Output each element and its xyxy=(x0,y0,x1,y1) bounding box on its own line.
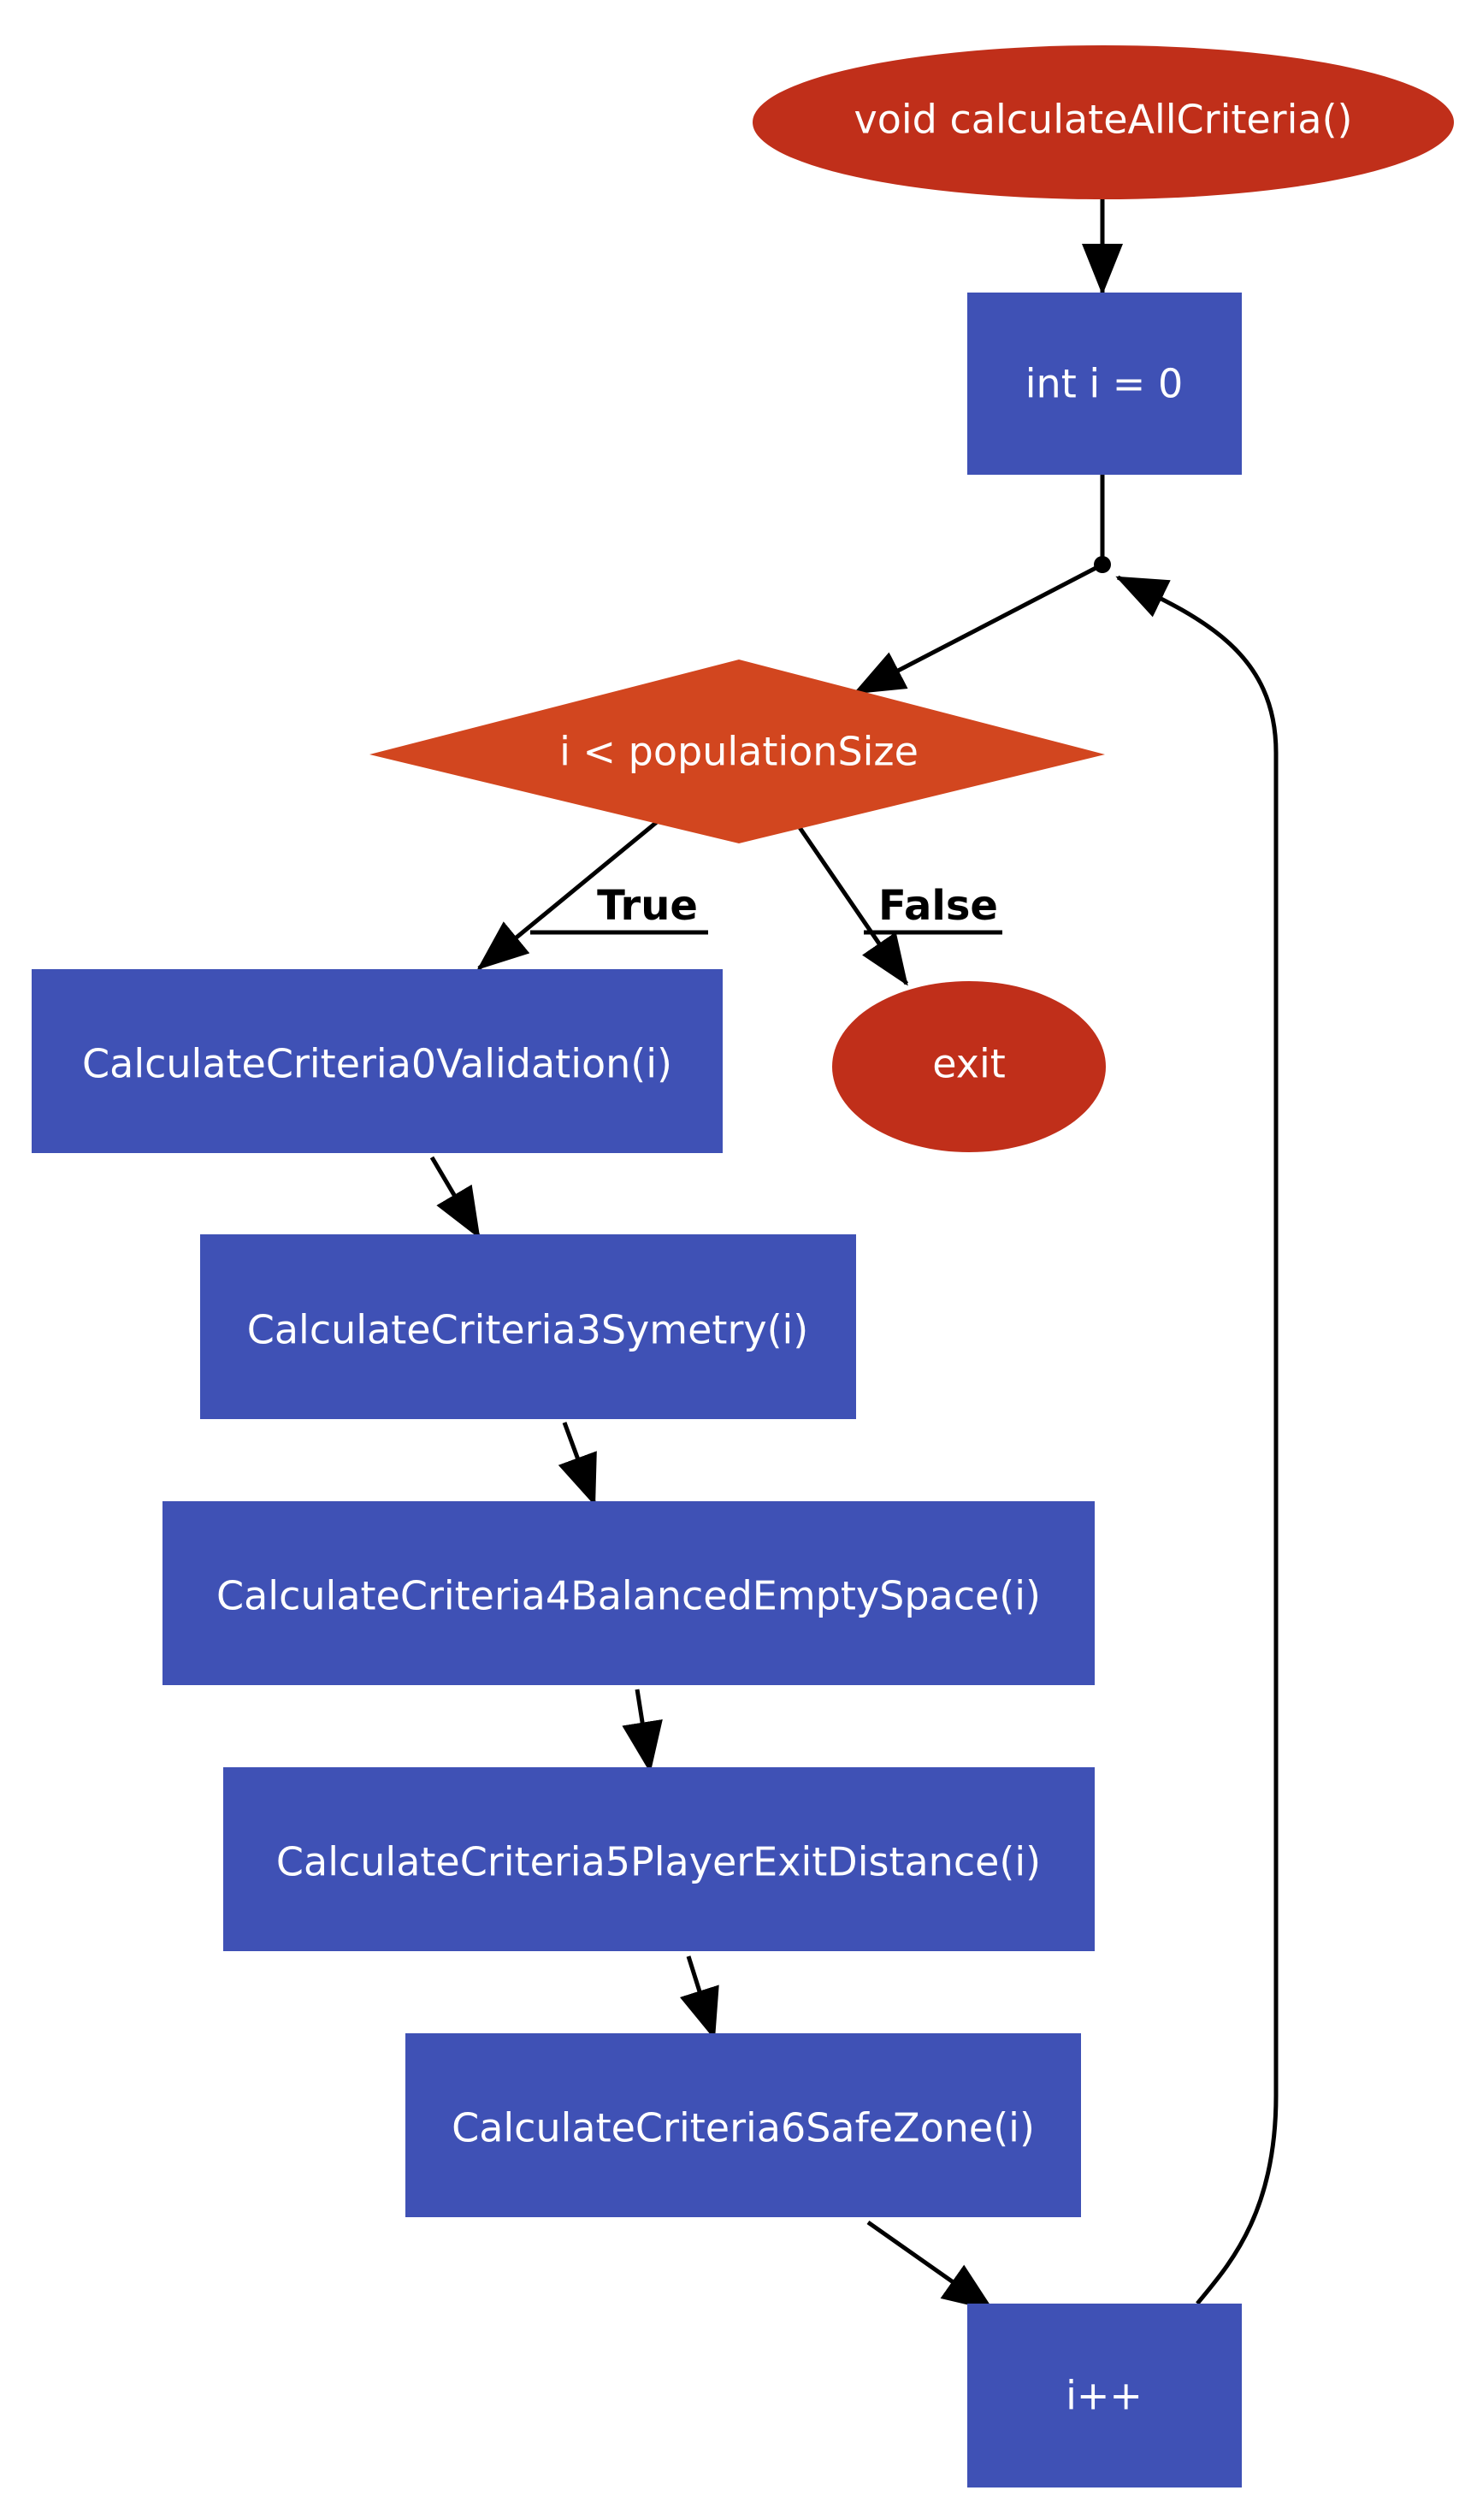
edge-condition-false xyxy=(795,822,909,986)
edge-increment-loop-back xyxy=(1115,575,1279,2305)
criteria4-node-label: CalculateCriteria4BalancedEmptySpace(i) xyxy=(216,1573,1041,1619)
condition-node: i < populationSize xyxy=(369,660,1105,843)
start-node-shape xyxy=(753,45,1454,199)
criteria3-node: CalculateCriteria3Symetry(i) xyxy=(200,1234,856,1419)
edge-criteria0-to-criteria3 xyxy=(429,1156,481,1239)
start-node: void calculateAllCriteria() xyxy=(753,45,1454,199)
criteria6-node: CalculateCriteria6SafeZone(i) xyxy=(405,2033,1081,2217)
criteria5-node: CalculateCriteria5PlayerExitDistance(i) xyxy=(223,1767,1095,1951)
edge-condition-true xyxy=(476,820,659,970)
increment-node: i++ xyxy=(967,2304,1242,2487)
exit-node-shape xyxy=(832,981,1106,1152)
init-node-label: int i = 0 xyxy=(1025,361,1183,407)
edge-criteria4-to-criteria5 xyxy=(622,1689,663,1773)
exit-node-label: exit xyxy=(932,1041,1006,1087)
criteria6-node-label: CalculateCriteria6SafeZone(i) xyxy=(452,2105,1035,2151)
increment-node-shape xyxy=(967,2304,1242,2487)
criteria5-node-shape xyxy=(223,1767,1095,1951)
increment-node-label: i++ xyxy=(1066,2373,1143,2419)
criteria3-node-shape xyxy=(200,1234,856,1419)
start-node-label: void calculateAllCriteria() xyxy=(854,97,1353,143)
true-edge-label: True xyxy=(597,882,698,930)
init-node: int i = 0 xyxy=(967,293,1242,475)
edge-criteria3-to-criteria4 xyxy=(558,1422,597,1506)
criteria6-node-shape xyxy=(405,2033,1081,2217)
condition-node-shape xyxy=(369,660,1105,843)
edge-criteria6-to-increment xyxy=(866,2220,995,2312)
false-edge-label: False xyxy=(878,882,998,930)
criteria4-node-shape xyxy=(162,1501,1095,1685)
criteria0-node-shape xyxy=(32,969,723,1153)
edge-junction-to-condition xyxy=(853,562,1104,695)
condition-node-label: i < populationSize xyxy=(559,729,919,775)
criteria0-node-label: CalculateCriteria0Validation(i) xyxy=(82,1041,672,1087)
edge-criteria5-to-criteria6 xyxy=(679,1955,719,2040)
criteria5-node-label: CalculateCriteria5PlayerExitDistance(i) xyxy=(276,1839,1041,1885)
criteria3-node-label: CalculateCriteria3Symetry(i) xyxy=(247,1307,809,1353)
criteria4-node: CalculateCriteria4BalancedEmptySpace(i) xyxy=(162,1501,1095,1685)
criteria0-node: CalculateCriteria0Validation(i) xyxy=(32,969,723,1153)
exit-node: exit xyxy=(832,981,1106,1152)
edges xyxy=(429,199,1279,2312)
init-node-shape xyxy=(967,293,1242,475)
